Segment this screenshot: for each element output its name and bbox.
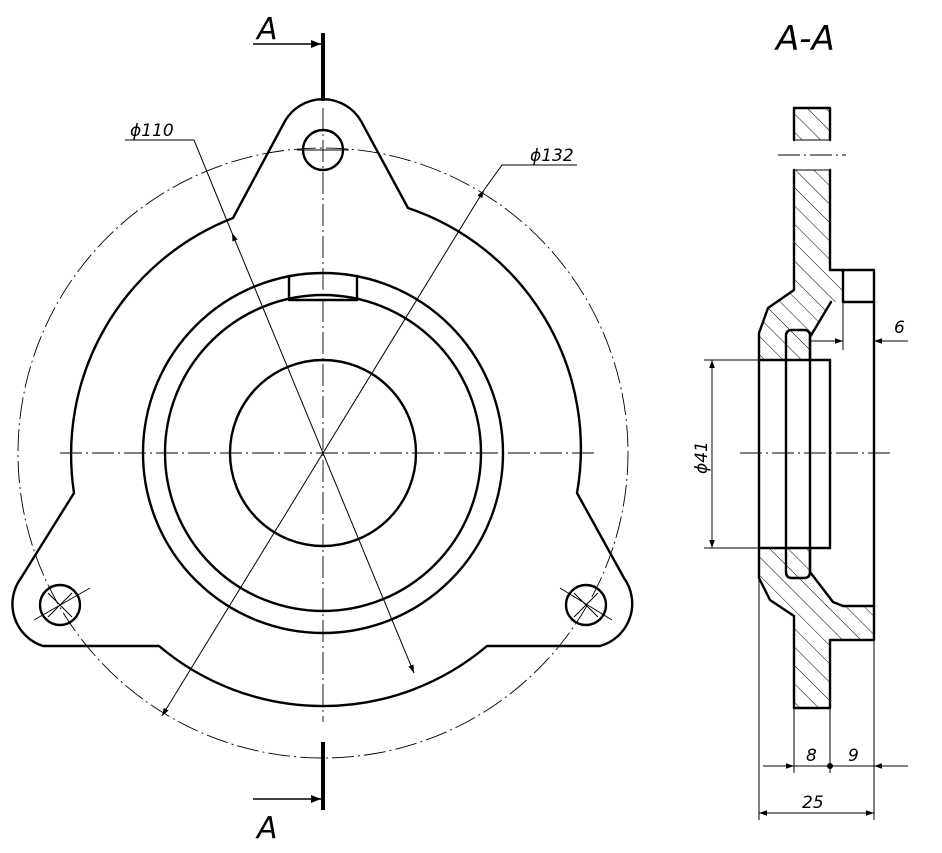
dimension-dia-110: ϕ110 <box>125 121 415 674</box>
bolt-circle <box>17 147 629 759</box>
dimension-dia-41: ϕ41 <box>692 359 759 549</box>
section-outline <box>757 106 876 710</box>
flange-outline <box>11 98 634 708</box>
twentyfive-label: 25 <box>802 793 824 813</box>
cutting-plane-bottom: A <box>253 742 325 846</box>
dimension-six: 6 <box>810 302 908 350</box>
six-label: 6 <box>894 318 905 338</box>
section-view: A-A <box>692 19 908 820</box>
section-title: A-A <box>774 19 835 59</box>
bolt-hole-top <box>297 128 349 172</box>
dia-41-label: ϕ41 <box>692 441 712 474</box>
cut-label-top: A <box>255 12 278 47</box>
bolt-hole-right <box>559 583 613 627</box>
dia-132-label: ϕ132 <box>530 146 574 166</box>
cut-label-bottom: A <box>255 811 278 846</box>
front-view: ϕ110 ϕ132 A A <box>11 12 634 846</box>
nine-label: 9 <box>848 746 859 766</box>
eight-label: 8 <box>806 746 817 766</box>
dia-110-label: ϕ110 <box>130 121 174 141</box>
bolt-hole-left <box>33 583 91 627</box>
dimension-bottom: 8 9 25 <box>758 578 908 820</box>
cutting-plane-top: A <box>253 12 325 101</box>
dimension-dia-132: ϕ132 <box>161 146 577 717</box>
section-hatch <box>759 108 874 708</box>
